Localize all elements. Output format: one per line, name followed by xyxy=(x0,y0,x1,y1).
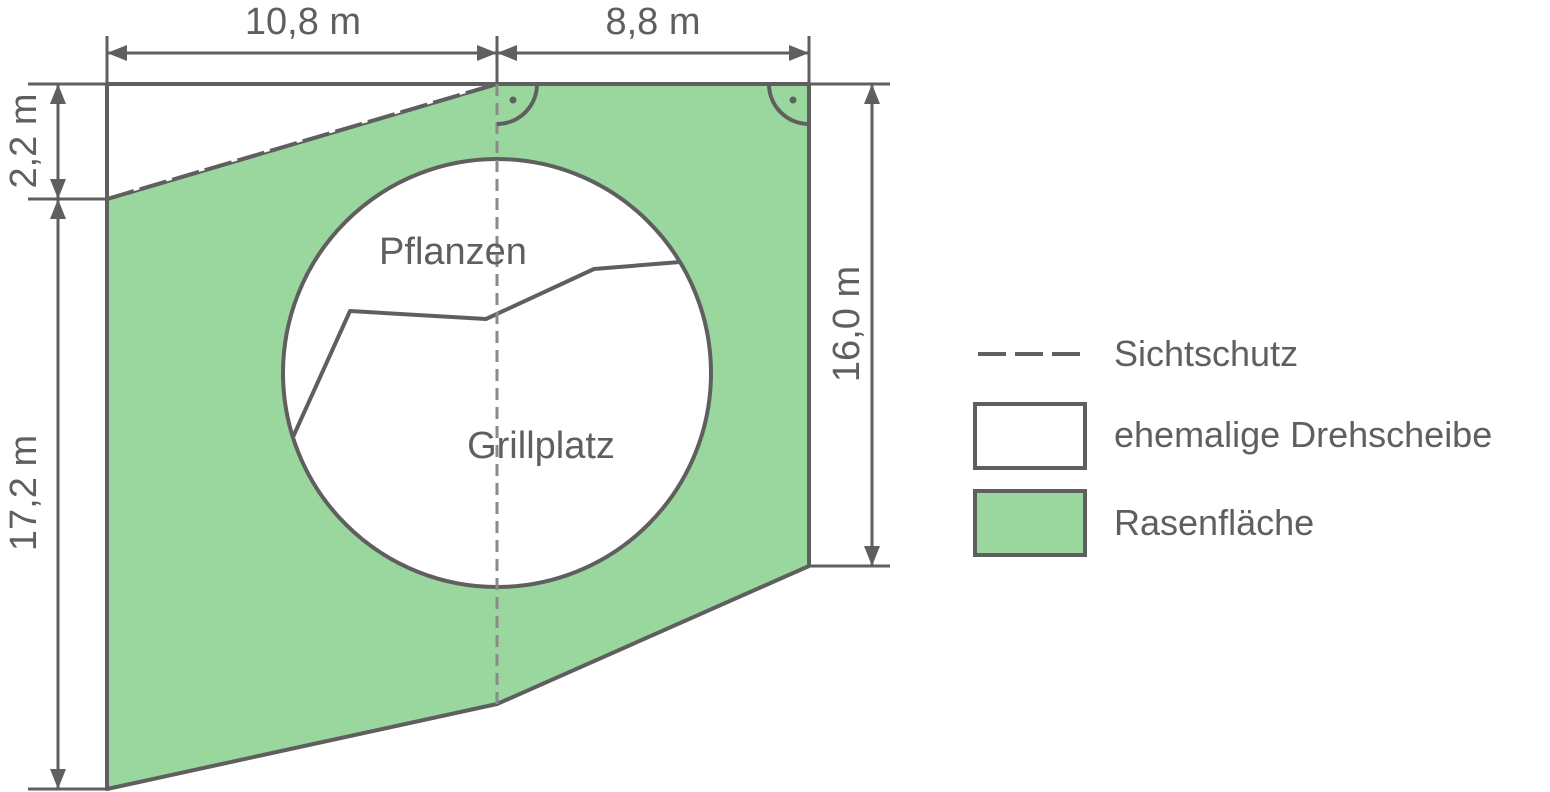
legend-white-box-icon xyxy=(973,402,1087,470)
right-angle-marker xyxy=(496,83,539,126)
label-plants: Pflanzen xyxy=(379,231,527,273)
dim-label-height-right: 16,0 m xyxy=(826,266,868,382)
plants-boundary-line xyxy=(291,260,681,438)
legend-label-privacy-screen: Sichtschutz xyxy=(1114,333,1298,374)
legend-label-lawn: Rasenfläche xyxy=(1114,502,1314,543)
dim-label-width-right: 8,8 m xyxy=(605,1,700,43)
legend: Sichtschutz ehemalige Drehscheibe Rasenf… xyxy=(973,333,1492,557)
legend-label-former-turntable: ehemalige Drehscheibe xyxy=(1114,414,1492,455)
dim-label-height-left: 17,2 m xyxy=(3,435,45,551)
outer-triangle xyxy=(107,84,497,199)
dimension-lines xyxy=(50,45,880,789)
label-grill: Grillplatz xyxy=(467,425,615,467)
right-angle-dot xyxy=(789,96,797,104)
right-angle-marker xyxy=(767,83,810,126)
dim-label-height-top-left: 2,2 m xyxy=(3,93,45,188)
dim-label-width-left: 10,8 m xyxy=(245,1,361,43)
right-angle-dot xyxy=(509,96,517,104)
legend-green-box-icon xyxy=(973,489,1087,557)
